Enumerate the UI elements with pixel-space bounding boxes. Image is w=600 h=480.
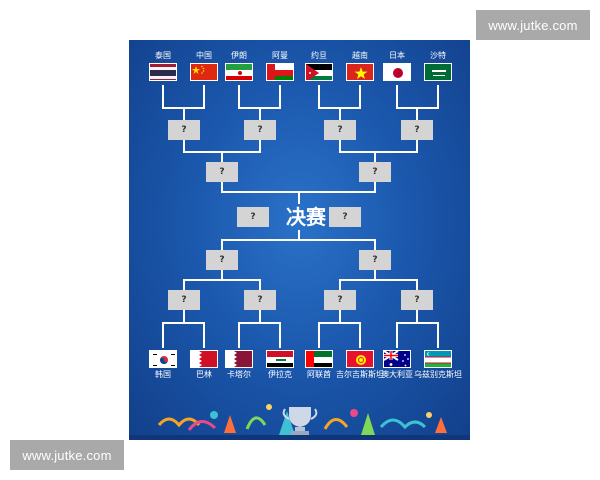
south-korea-flag-icon	[149, 350, 177, 368]
qf-slot-5: ?	[168, 290, 200, 310]
saudi-arabia-flag-icon	[424, 63, 452, 81]
team-uzbekistan: 乌兹别克斯坦	[414, 350, 462, 380]
thailand-flag-icon	[149, 63, 177, 81]
jordan-flag-icon	[305, 63, 333, 81]
team-jordan: 约旦	[299, 51, 339, 81]
team-uae: 阿联酋	[299, 350, 339, 380]
team-thailand: 泰国	[143, 51, 183, 81]
uzbekistan-flag-icon	[424, 350, 452, 368]
iraq-flag-icon	[266, 350, 294, 368]
team-label: 中国	[196, 51, 212, 60]
qf-slot-6: ?	[244, 290, 276, 310]
team-label: 沙特	[430, 51, 446, 60]
team-bahrain: 巴林	[184, 350, 224, 380]
team-label: 约旦	[311, 51, 327, 60]
sf-slot-3: ?	[206, 250, 238, 270]
team-label: 澳大利亚	[381, 370, 413, 379]
team-label: 泰国	[155, 51, 171, 60]
team-japan: 日本	[377, 51, 417, 81]
team-south-korea: 韩国	[143, 350, 183, 380]
team-label: 阿曼	[272, 51, 288, 60]
sf-slot-4: ?	[359, 250, 391, 270]
china-flag-icon	[190, 63, 218, 81]
vietnam-flag-icon	[346, 63, 374, 81]
team-label: 乌兹别克斯坦	[414, 370, 462, 379]
team-china: 中国	[184, 51, 224, 81]
qf-slot-1: ?	[168, 120, 200, 140]
australia-flag-icon	[383, 350, 411, 368]
team-label: 越南	[352, 51, 368, 60]
watermark-bottom: www.jutke.com	[10, 440, 124, 470]
sf-slot-1: ?	[206, 162, 238, 182]
final-title: 决赛	[286, 205, 326, 229]
bahrain-flag-icon	[190, 350, 218, 368]
qf-slot-3: ?	[324, 120, 356, 140]
watermark-top: www.jutke.com	[476, 10, 590, 40]
team-australia: 澳大利亚	[377, 350, 417, 380]
sf-slot-2: ?	[359, 162, 391, 182]
team-iraq: 伊拉克	[260, 350, 300, 380]
iran-flag-icon	[225, 63, 253, 81]
team-label: 阿联酋	[307, 370, 331, 379]
team-kyrgyzstan: 吉尔吉斯斯坦	[336, 350, 384, 380]
team-label: 韩国	[155, 370, 171, 379]
team-vietnam: 越南	[340, 51, 380, 81]
decorative-illustration	[129, 404, 470, 440]
team-label: 伊拉克	[268, 370, 292, 379]
bracket-lines	[162, 85, 439, 348]
team-label: 吉尔吉斯斯坦	[336, 370, 384, 379]
team-label: 伊朗	[231, 51, 247, 60]
team-oman: 阿曼	[260, 51, 300, 81]
japan-flag-icon	[383, 63, 411, 81]
team-label: 日本	[389, 51, 405, 60]
trophy-icon	[282, 407, 318, 435]
team-saudi-arabia: 沙特	[418, 51, 458, 81]
team-label: 卡塔尔	[227, 370, 251, 379]
oman-flag-icon	[266, 63, 294, 81]
team-qatar: 卡塔尔	[219, 350, 259, 380]
uae-flag-icon	[305, 350, 333, 368]
bracket-poster: 泰国 中国 伊朗 阿曼 约旦 越南 日本	[129, 40, 470, 440]
team-label: 巴林	[196, 370, 212, 379]
qf-slot-7: ?	[324, 290, 356, 310]
qf-slot-8: ?	[401, 290, 433, 310]
team-iran: 伊朗	[219, 51, 259, 81]
qf-slot-4: ?	[401, 120, 433, 140]
final-slot-2: ?	[329, 207, 361, 227]
kyrgyzstan-flag-icon	[346, 350, 374, 368]
qatar-flag-icon	[225, 350, 253, 368]
final-slot-1: ?	[237, 207, 269, 227]
qf-slot-2: ?	[244, 120, 276, 140]
